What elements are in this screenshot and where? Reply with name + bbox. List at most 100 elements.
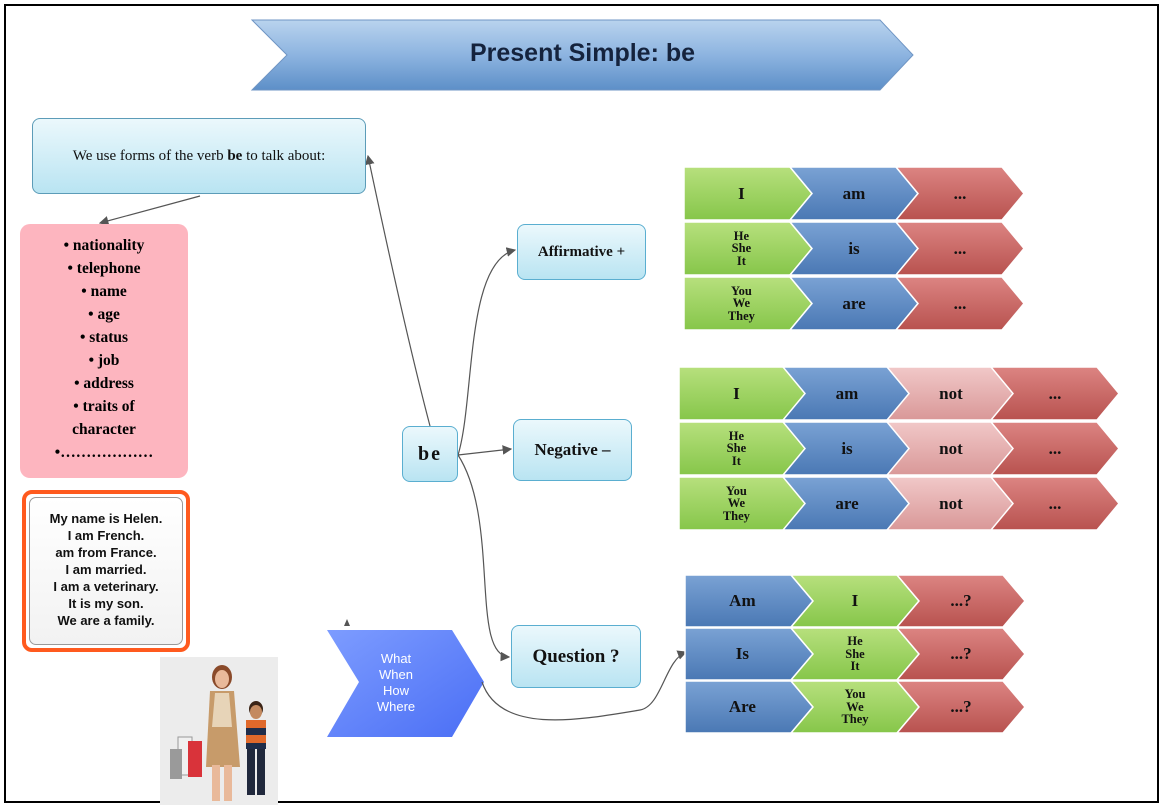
affirmative-subject-label-line: She	[731, 241, 752, 256]
be-node: be	[402, 426, 458, 482]
affirmative-subject-label-line: We	[732, 296, 751, 311]
topic-item: • status	[79, 329, 129, 346]
negative-rest-label: ...	[1004, 422, 1106, 475]
intro-box: We use forms of the verb be to talk abou…	[32, 118, 366, 194]
wh-word: What	[380, 651, 412, 666]
affirmative-subject-label-line: They	[727, 308, 755, 323]
negative-neg-label: not	[900, 367, 1002, 420]
be-to-negative-connector	[457, 445, 513, 456]
example-line: I am French.	[67, 528, 145, 543]
affirmative-subject-label-line: You	[730, 283, 752, 298]
mother-son-illustration	[170, 665, 266, 801]
question-verb-label-line: Are	[728, 697, 756, 716]
intro-verb: be	[227, 147, 243, 164]
negative-neg-label: not	[900, 477, 1002, 530]
topic-item: • name	[81, 283, 127, 300]
example-line: am from France.	[55, 545, 157, 560]
topics-list: • nationality • telephone • name • age • sta…	[20, 224, 188, 478]
negative-subject-label-line: I	[733, 383, 740, 403]
affirmative-subject-label-line: It	[736, 253, 746, 268]
negative-verb-label-line: am	[835, 383, 859, 403]
example-line: My name is Helen.	[49, 511, 163, 526]
be-to-question-connector	[457, 454, 511, 662]
question-verb-label: Are	[685, 681, 800, 733]
affirmative-rest-chevron	[894, 221, 1025, 276]
question-subject-label-line: She	[845, 646, 865, 661]
question-rest-label-line: ...?	[950, 591, 972, 610]
topic-item: • address	[74, 375, 134, 392]
affirmative-verb-label: are	[803, 277, 905, 330]
topic-item: character	[72, 421, 136, 438]
question-subject-label-line: We	[846, 699, 864, 714]
negative-subject-label-line: It	[731, 453, 741, 468]
example-line: We are a family.	[57, 613, 155, 628]
negative-verb-label-line: is	[841, 438, 853, 458]
negative-subject-label-line: She	[726, 441, 747, 456]
question-node: Question ?	[511, 625, 641, 688]
negative-rest-chevron	[989, 421, 1120, 476]
question-subject-label-line: It	[850, 659, 860, 674]
affirmative-verb-label-line: am	[842, 183, 866, 203]
intro-text: We use forms of the verb be to talk abou…	[72, 147, 326, 164]
question-rest-chevron	[895, 680, 1026, 734]
example-text: My name is Helen. I am French. am from Fra…	[29, 497, 183, 645]
affirmative-subject-label: I	[684, 167, 799, 220]
question-rest-label: ...?	[910, 681, 1012, 733]
question-verb-label-line: Is	[735, 644, 750, 663]
question-subject-label-line: I	[851, 591, 859, 610]
question-subject-label-line: He	[847, 634, 863, 649]
negative-rest-chevron	[989, 476, 1120, 531]
negative-verb-label: are	[796, 477, 898, 530]
be-to-intro-connector	[365, 154, 431, 427]
affirmative-rest-label: ...	[909, 167, 1011, 220]
negative-subject-label-line: You	[725, 483, 747, 498]
topic-item: • traits of	[73, 398, 135, 415]
affirmative-subject-label-line: He	[733, 228, 750, 243]
affirmative-rest-label-line: ...	[953, 183, 967, 203]
negative-rest-label: ...	[1004, 477, 1106, 530]
example-box: My name is Helen. I am French. am from Fra…	[22, 490, 190, 652]
wh-word: When	[379, 667, 413, 682]
negative-neg-label-line: not	[939, 383, 963, 403]
affirmative-verb-label-line: are	[842, 293, 866, 313]
page-title: Present Simple: be	[469, 38, 696, 67]
negative-node: Negative –	[513, 419, 632, 481]
affirmative-rest-label-line: ...	[953, 238, 967, 258]
question-rest-label-line: ...?	[950, 644, 972, 663]
question-verb-label: Is	[685, 628, 800, 680]
negative-neg-label-line: not	[939, 438, 963, 458]
affirmative-rest-chevron	[894, 166, 1025, 221]
wh-word: Where	[376, 699, 416, 714]
affirmative-rest-label: ...	[909, 222, 1011, 275]
title-banner	[250, 19, 914, 91]
affirmative-rest-label: ...	[909, 277, 1011, 330]
affirmative-verb-label: is	[803, 222, 905, 275]
affirmative-rest-label-line: ...	[953, 293, 967, 313]
negative-neg-label-line: not	[939, 493, 963, 513]
topic-item: • age	[88, 306, 120, 323]
negative-rest-label: ...	[1004, 367, 1106, 420]
question-verb-label: Am	[685, 575, 800, 627]
wh-word: How	[382, 683, 409, 698]
topic-item: • telephone	[67, 260, 141, 277]
question-rest-chevron	[895, 627, 1026, 681]
affirmative-verb-label: am	[803, 167, 905, 220]
mother-son-photo	[160, 657, 278, 805]
negative-subject-label-line: They	[722, 508, 750, 523]
example-line: I am married.	[65, 562, 147, 577]
small-marker	[344, 619, 350, 626]
example-line: I am a veterinary.	[53, 579, 159, 594]
question-rest-label-line: ...?	[950, 697, 972, 716]
question-verb-label-line: Am	[729, 591, 756, 610]
negative-subject-label-line: We	[727, 496, 746, 511]
affirmative-subject-label-line: I	[738, 183, 745, 203]
negative-rest-chevron	[989, 366, 1120, 421]
topic-item: • nationality	[63, 237, 145, 254]
